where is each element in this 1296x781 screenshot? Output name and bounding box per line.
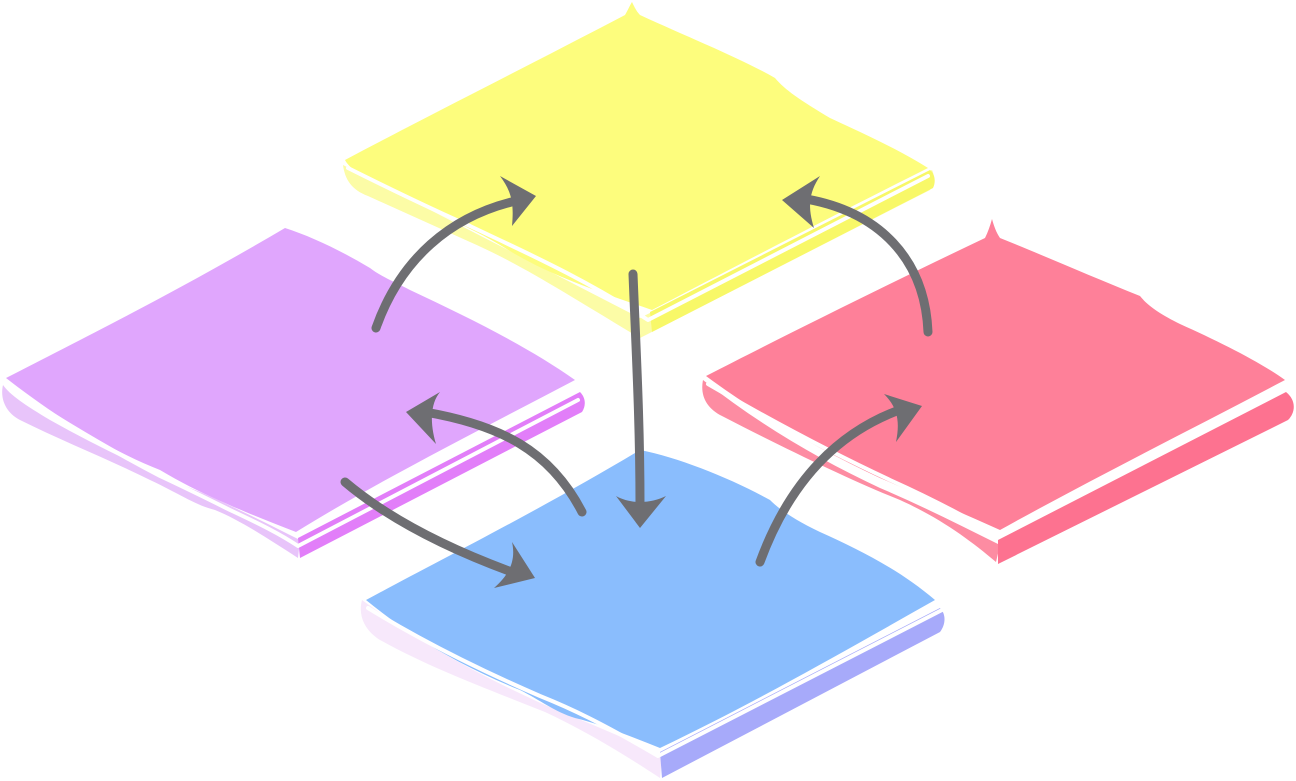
arrow-blue-to-pink xyxy=(755,394,922,567)
arrow-head xyxy=(500,176,536,226)
pink-tile xyxy=(702,219,1294,564)
arrow-shaft xyxy=(628,269,645,510)
blue-tile xyxy=(360,450,945,778)
purple-tile-rim xyxy=(4,383,580,548)
purple-tile xyxy=(2,228,585,558)
connectors xyxy=(340,176,933,588)
blue-tile-surface xyxy=(366,450,935,748)
arrow-purple-to-yellow xyxy=(371,176,536,333)
arrow-yellow-to-blue xyxy=(616,269,666,528)
purple-tile-surface xyxy=(6,228,575,532)
pink-tile-rim xyxy=(706,382,1292,538)
yellow-tile-surface xyxy=(345,2,928,310)
arrow-pink-to-yellow xyxy=(782,176,933,337)
arrow-head xyxy=(884,394,922,442)
arrow-purple-to-blue xyxy=(340,477,535,588)
arrow-shaft xyxy=(420,407,587,517)
arrow-head xyxy=(406,392,440,444)
yellow-tile-rim xyxy=(346,166,930,322)
arrow-shaft xyxy=(795,193,933,337)
arrow-blue-to-purple xyxy=(406,392,587,517)
blue-tile-rim xyxy=(366,606,944,758)
arrow-head xyxy=(616,496,666,528)
pink-tile-edge xyxy=(998,392,1294,564)
blue-tile-edge xyxy=(660,608,945,778)
arrow-head xyxy=(782,176,820,228)
arrow-head xyxy=(494,542,535,588)
pink-tile-surface xyxy=(706,219,1285,530)
arrow-shaft xyxy=(371,195,525,333)
yellow-tile xyxy=(343,2,935,338)
arrow-shaft xyxy=(340,477,525,580)
arrow-shaft xyxy=(755,403,910,567)
